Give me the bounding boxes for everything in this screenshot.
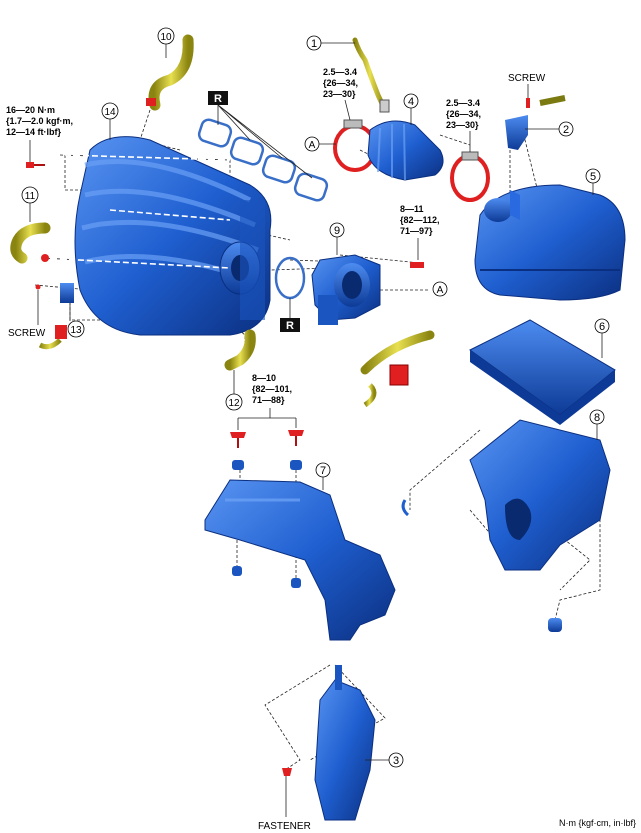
throttle-body-gasket: [274, 256, 306, 318]
callout-6: 6: [594, 318, 610, 358]
svg-text:3: 3: [393, 755, 399, 767]
pcv-hose-with-connector: [360, 330, 435, 408]
svg-text:R: R: [214, 93, 222, 105]
replace-mark-lower: R: [280, 318, 300, 332]
callout-12: 12: [225, 370, 243, 411]
svg-text:8: 8: [594, 412, 600, 424]
callout-9: 9: [329, 222, 345, 255]
manifold-bolt: [26, 162, 45, 168]
svg-text:{26—34,: {26—34,: [323, 78, 358, 88]
svg-text:8—11: 8—11: [400, 204, 424, 214]
svg-text:16—20 N·m: 16—20 N·m: [6, 105, 55, 115]
callout-10: 10: [157, 27, 175, 58]
svg-text:FASTENER: FASTENER: [258, 821, 311, 832]
callout-11: 11: [21, 186, 39, 222]
air-cleaner-case: [401, 419, 611, 632]
svg-text:6: 6: [599, 321, 605, 333]
svg-text:SCREW: SCREW: [8, 328, 46, 339]
hose-with-sensor-left: [38, 325, 67, 350]
sensor-13: [35, 283, 74, 303]
torque-throttle-body: 8—11 {82—112, 71—97}: [400, 204, 440, 260]
resonator-bolts: [230, 430, 304, 470]
svg-text:8—10: 8—10: [252, 373, 276, 383]
hose-1: [352, 37, 390, 113]
air-cleaner-element: [469, 319, 616, 425]
svg-text:{26—34,: {26—34,: [446, 109, 481, 119]
label-fastener: FASTENER: [258, 776, 311, 832]
hose-12: [224, 329, 256, 371]
fresh-air-duct: [367, 120, 444, 181]
throttle-bolt: [410, 262, 424, 268]
resonator: [204, 479, 396, 641]
svg-text:5: 5: [590, 171, 596, 183]
torque-intake-manifold: 16—20 N·m {1.7—2.0 kgf·m, 12—14 ft·lbf}: [6, 105, 73, 162]
svg-text:11: 11: [25, 191, 36, 202]
svg-text:2.5—3.4: 2.5—3.4: [446, 98, 480, 108]
throttle-body: [311, 254, 381, 325]
svg-text:2: 2: [563, 124, 569, 136]
replace-mark-upper: R: [208, 91, 228, 105]
svg-text:12: 12: [228, 398, 240, 409]
svg-text:2.5—3.4: 2.5—3.4: [323, 67, 357, 77]
svg-text:{1.7—2.0 kgf·m,: {1.7—2.0 kgf·m,: [6, 116, 73, 126]
callout-14: 14: [101, 102, 119, 140]
intake-manifold-gaskets: [197, 104, 329, 202]
svg-text:4: 4: [408, 96, 414, 108]
svg-text:{82—112,: {82—112,: [400, 215, 440, 225]
svg-text:SCREW: SCREW: [508, 73, 546, 84]
connection-mark-a-lower: A: [432, 281, 448, 297]
label-screw-left: SCREW: [8, 290, 46, 339]
svg-text:23—30}: 23—30}: [323, 89, 356, 99]
svg-text:12—14 ft·lbf}: 12—14 ft·lbf}: [6, 127, 62, 137]
air-inlet-duct: [282, 665, 376, 821]
svg-text:71—97}: 71—97}: [400, 226, 433, 236]
svg-text:{82—101,: {82—101,: [252, 384, 292, 394]
torque-clamp-left: 2.5—3.4 {26—34, 23—30}: [323, 67, 358, 121]
bracket-2: [505, 95, 566, 150]
air-cleaner-cover: [474, 184, 626, 301]
callout-2: 2: [525, 121, 574, 137]
svg-text:R: R: [286, 320, 294, 332]
intake-manifold: [41, 136, 272, 336]
callout-5: 5: [585, 168, 601, 195]
hose-clamp-right: [450, 151, 490, 202]
hose-10: [146, 34, 194, 111]
svg-text:23—30}: 23—30}: [446, 120, 479, 130]
svg-text:14: 14: [104, 107, 116, 118]
svg-text:10: 10: [160, 32, 172, 43]
callout-13: 13: [67, 303, 85, 338]
svg-text:71—88}: 71—88}: [252, 395, 285, 405]
svg-text:A: A: [309, 140, 316, 151]
hose-11: [10, 222, 51, 264]
svg-text:9: 9: [334, 225, 340, 237]
svg-text:13: 13: [70, 325, 82, 336]
svg-text:1: 1: [311, 38, 317, 50]
callout-1: 1: [306, 35, 355, 51]
svg-text:A: A: [437, 285, 444, 296]
torque-clamp-right: 2.5—3.4 {26—34, 23—30}: [446, 98, 481, 152]
label-screw-top: SCREW: [508, 73, 546, 98]
callout-7: 7: [315, 462, 331, 490]
callout-4: 4: [403, 93, 419, 125]
callout-8: 8: [589, 409, 605, 440]
callout-3: 3: [365, 752, 404, 768]
unit-note: N·m {kgf·cm, in·lbf}: [559, 818, 636, 828]
svg-text:7: 7: [320, 465, 326, 477]
torque-resonator: 8—10 {82—101, 71—88}: [237, 373, 297, 430]
connection-mark-a-upper: A: [304, 136, 336, 152]
